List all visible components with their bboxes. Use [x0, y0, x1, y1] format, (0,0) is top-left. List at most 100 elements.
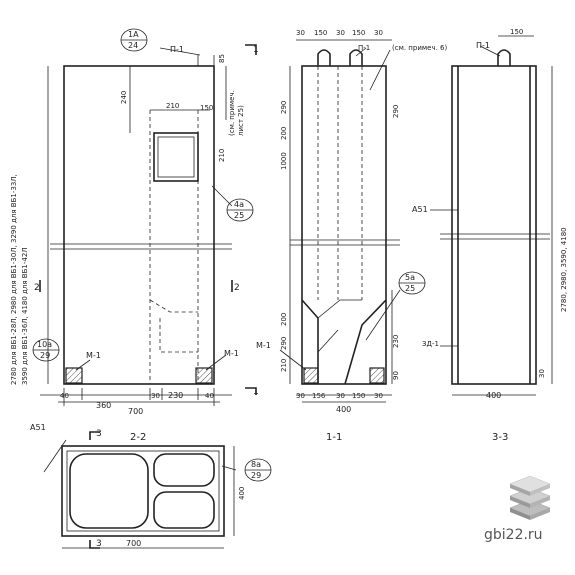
watermark-text: gbi22.ru [484, 527, 543, 543]
dim-700: 700 [128, 407, 143, 416]
leader [279, 349, 307, 371]
dim-sec3-30: 30 [538, 369, 546, 378]
callout-4a-top: 4а [234, 200, 244, 209]
dim-sec1-bot-150: 150 [352, 392, 365, 400]
heights-note-b: 3590 для ВБ1-36Л, 4180 для ВБ1-42Л [21, 247, 29, 385]
dim-150: 150 [200, 104, 213, 112]
see-note: (см. примеч. 6) [392, 44, 448, 52]
chute-edge [317, 299, 362, 319]
dim-sec3-400: 400 [486, 391, 501, 400]
front-view [39, 44, 257, 406]
dim-40-left: 40 [60, 392, 69, 400]
section-3-top: 3 [96, 429, 102, 439]
callout-10a-top: 10а [37, 340, 52, 349]
plan-cell-small-top [153, 453, 215, 487]
section-marker [245, 387, 257, 395]
section-1-1-texts: 30 150 30 150 30 П-1 (см. примеч. 6) 290… [256, 29, 448, 443]
mark-p1-front: П-1 [170, 45, 184, 54]
callout-1a: 1А 24 [120, 28, 148, 52]
leader [159, 47, 201, 56]
dim-sec1-1000: 1000 [280, 152, 288, 170]
leader [365, 289, 401, 341]
label-section-2-2: 2-2 [130, 432, 146, 443]
hidden-line [159, 318, 198, 353]
dim-sec1-bot-30c: 30 [374, 392, 383, 400]
mark-zd1: ЗД-1 [422, 340, 439, 348]
leader [211, 185, 233, 207]
callout-1a-bottom: 24 [128, 41, 138, 50]
dim-sec1-290b: 290 [392, 105, 400, 118]
heights-right: 2780, 2980, 3590, 4180 [560, 227, 568, 312]
callout-4a: 4а 25 [226, 198, 254, 222]
mark-p1-sec1: П-1 [358, 44, 370, 52]
embedded-plate [195, 367, 213, 384]
embedded-plate [65, 367, 83, 384]
callout-5a-top: 5а [405, 273, 415, 282]
mark-m1-sec1: М-1 [256, 341, 271, 350]
front-outline [63, 65, 215, 385]
mark-a51-plan: А51 [30, 423, 46, 432]
section-1-1-view [279, 39, 401, 403]
dim-30: 30 [151, 392, 160, 400]
chute-edge [317, 329, 339, 353]
plan-cell-large [69, 453, 149, 529]
mark-m1-front-right: М-1 [224, 349, 239, 358]
hidden-line [149, 299, 198, 313]
mark-a51-sec3: А51 [412, 205, 428, 214]
lifting-loop [317, 49, 331, 66]
chute-wall [344, 299, 387, 385]
section-3-3-texts: 150 П-1 А51 ЗД-1 2780, 2980, 3590, 4180 … [412, 28, 568, 443]
dim-210-v: 210 [218, 149, 226, 162]
front-view-texts: 360 40 30 230 40 700 85 240 210 150 210 … [10, 45, 259, 416]
section-3-bottom: 3 [96, 539, 102, 549]
dim-sec1-bot-30b: 30 [336, 392, 345, 400]
leader [43, 439, 67, 473]
leader [355, 47, 367, 57]
dim-210: 210 [166, 102, 179, 110]
label-section-1-1: 1-1 [326, 432, 342, 443]
plan-cell-small-bottom [153, 491, 215, 529]
dim-sec1-low-210: 210 [280, 359, 288, 372]
dim-sec1-top-150a: 150 [314, 29, 327, 37]
dim-85: 85 [218, 54, 226, 63]
rotated-note-b: лист 25) [237, 105, 245, 136]
leader [205, 354, 227, 371]
heights-note-a: 2780 для ВБ1-28Л, 2980 для ВБ1-30Л, 3290… [10, 174, 18, 385]
dim-sec1-290a: 290 [280, 101, 288, 114]
dim-360: 360 [96, 401, 111, 410]
plan-2-2-texts: А51 3 3 2-2 700 400 [30, 423, 246, 549]
lifting-loop [497, 49, 511, 66]
section-marker [89, 431, 100, 440]
dim-plan-400: 400 [238, 487, 246, 500]
callout-8a: 8а 29 [244, 458, 272, 482]
callout-8a-bottom: 29 [251, 471, 261, 480]
sec3-outline [451, 65, 537, 385]
dim-sec1-top-30b: 30 [336, 29, 345, 37]
dim-sec1-low-230: 230 [392, 335, 400, 348]
section-1-bottom: 1 [253, 387, 259, 397]
leader [369, 49, 391, 91]
label-section-3-3: 3-3 [492, 432, 508, 443]
callout-10a-bottom: 29 [40, 351, 50, 360]
section-marker [245, 44, 257, 55]
section-2-left: 2 [34, 283, 40, 293]
dim-sec1-top-150b: 150 [352, 29, 365, 37]
mark-p1-sec3: П-1 [476, 41, 490, 50]
mark-m1-front-left: М-1 [86, 351, 101, 360]
section-1-top: 1 [253, 45, 259, 55]
window-opening [153, 132, 199, 182]
plan-2-2-view [43, 431, 237, 549]
window-inner [157, 136, 195, 178]
plan-outline [61, 445, 225, 537]
dim-sec1-low-290: 290 [280, 337, 288, 350]
section-3-3-view [430, 35, 553, 396]
dim-sec1-200: 200 [280, 127, 288, 140]
lifting-loop [349, 49, 363, 66]
dim-sec1-bot-30a: 30 [296, 392, 305, 400]
callout-5a: 5а 25 [398, 271, 426, 295]
dim-sec1-400: 400 [336, 405, 351, 414]
sec1-outline [301, 65, 387, 385]
dim-sec1-low-90: 90 [392, 371, 400, 380]
dim-sec1-top-30a: 30 [296, 29, 305, 37]
